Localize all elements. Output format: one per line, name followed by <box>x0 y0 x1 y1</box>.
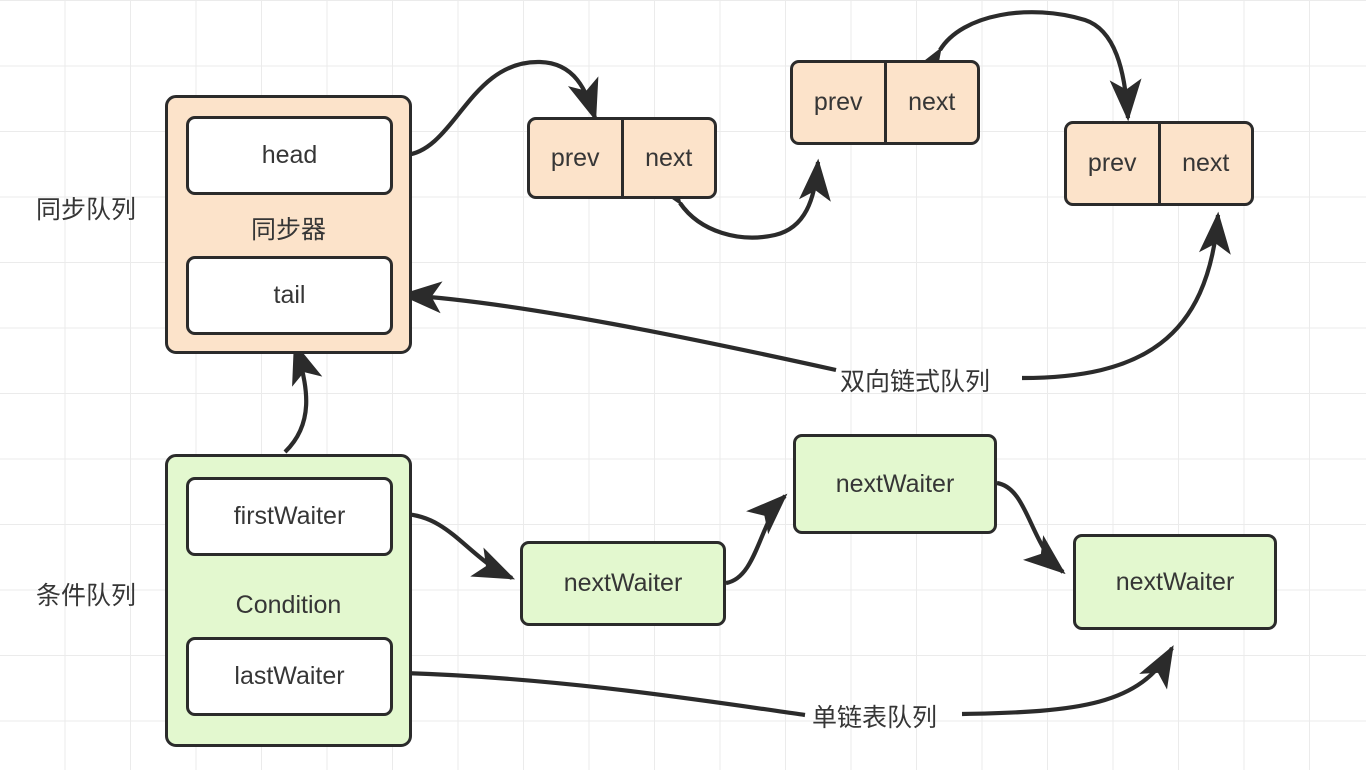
first-waiter-label: firstWaiter <box>233 502 346 530</box>
condition-node-1-label: nextWaiter <box>563 569 683 597</box>
sync-node-3-prev: prev <box>1067 124 1161 203</box>
last-waiter-slot[interactable]: lastWaiter <box>186 637 393 716</box>
sync-node-1-prev: prev <box>530 120 624 196</box>
head-label: head <box>261 141 318 169</box>
sync-queue-label: 同步队列 <box>36 196 137 224</box>
edge-lastwaiter-to-singly-label <box>403 670 806 718</box>
tail-slot[interactable]: tail <box>186 256 393 335</box>
doubly-linked-queue-label: 双向链式队列 <box>840 368 991 396</box>
sync-node-2-next: next <box>908 88 956 116</box>
synchronizer-title: 同步器 <box>250 216 326 244</box>
condition-title: Condition <box>235 591 342 619</box>
singly-linked-queue-label: 单链表队列 <box>812 704 938 732</box>
condition-node-1[interactable]: nextWaiter <box>520 541 726 626</box>
sync-node-2[interactable]: prev next <box>790 60 980 145</box>
sync-node-1-next: next <box>645 143 693 172</box>
sync-node-2-prev: prev <box>793 63 887 142</box>
edge-waiter1-to-waiter2 <box>725 493 788 586</box>
condition-node-3[interactable]: nextWaiter <box>1073 534 1277 630</box>
tail-label: tail <box>273 281 306 309</box>
condition-node-2-label: nextWaiter <box>835 469 955 498</box>
head-slot[interactable]: head <box>186 116 393 195</box>
sync-node-3-next: next <box>1182 149 1230 177</box>
edge-condition-to-tail <box>283 341 323 454</box>
synchronizer-container: head 同步器 tail <box>165 95 412 354</box>
condition-node-2[interactable]: nextWaiter <box>793 434 997 534</box>
edge-singly-label-to-waiter3 <box>961 645 1174 717</box>
edge-doubly-label-to-node3 <box>1021 211 1231 381</box>
condition-container: firstWaiter Condition lastWaiter <box>165 454 412 747</box>
edge-tail-to-doubly-label <box>399 281 837 373</box>
sync-node-1[interactable]: prev next <box>527 117 717 199</box>
sync-node-3[interactable]: prev next <box>1064 121 1254 206</box>
edge-firstwaiter-to-waiter1 <box>403 511 516 580</box>
condition-queue-label: 条件队列 <box>36 582 137 610</box>
last-waiter-label: lastWaiter <box>234 662 345 690</box>
edge-waiter2-to-waiter3 <box>996 480 1066 575</box>
condition-node-3-label: nextWaiter <box>1115 567 1235 596</box>
first-waiter-slot[interactable]: firstWaiter <box>186 477 393 556</box>
